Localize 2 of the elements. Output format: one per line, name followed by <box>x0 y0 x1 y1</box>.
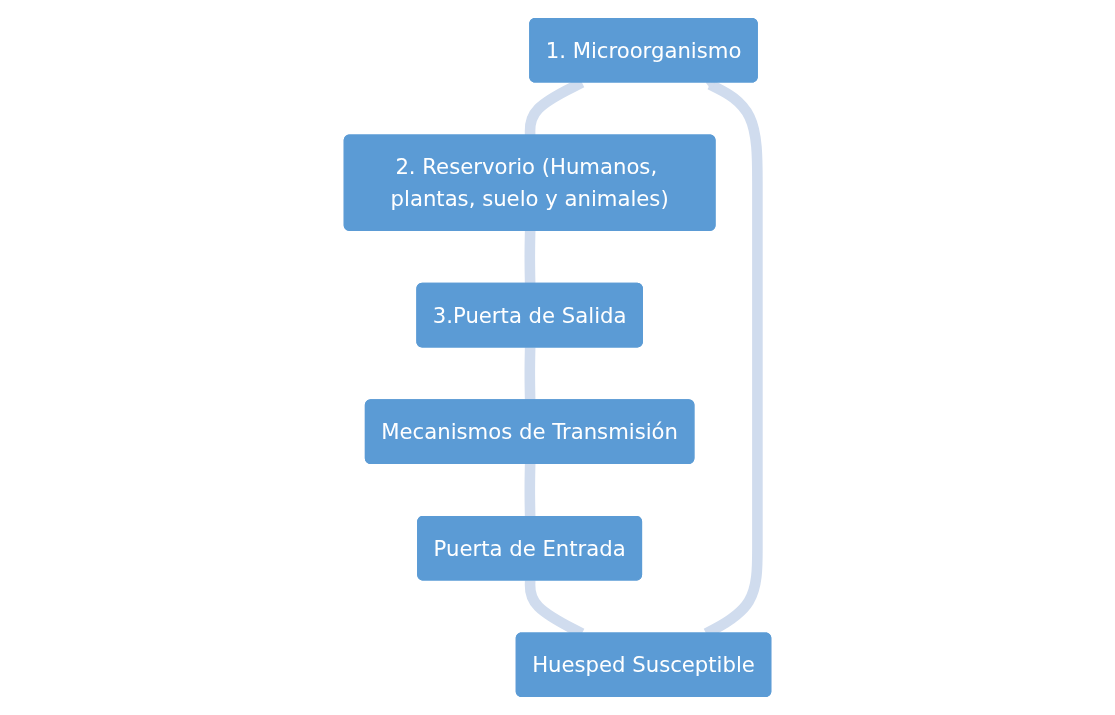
connector <box>524 463 536 518</box>
connector <box>524 229 536 285</box>
